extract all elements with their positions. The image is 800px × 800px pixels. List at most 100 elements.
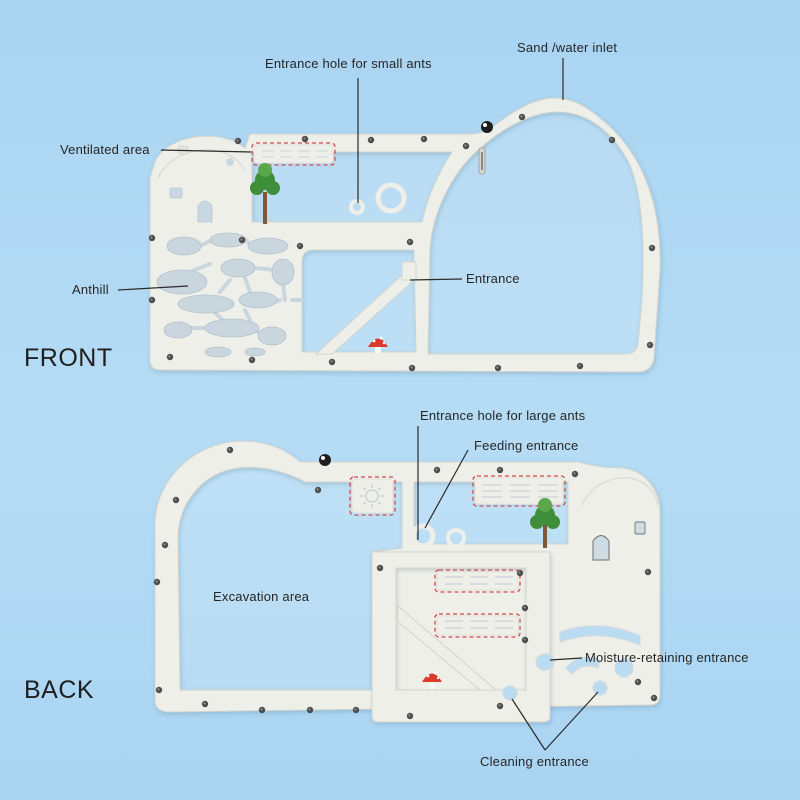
moisture-retaining-hole — [535, 653, 555, 671]
screw-head — [330, 360, 333, 363]
vent-plate — [253, 144, 334, 164]
back-knob — [319, 454, 331, 466]
tree-foliage — [258, 163, 272, 177]
mushroom-dot — [436, 676, 440, 680]
front-frame — [149, 97, 661, 373]
screw-head — [464, 144, 467, 147]
slotted-vent-highlight — [472, 475, 566, 507]
screw-head — [610, 138, 613, 141]
front-ventilated-area — [251, 142, 336, 166]
screw-head — [174, 498, 177, 501]
screw-head — [408, 240, 411, 243]
anthill-tunnel — [281, 283, 287, 302]
anthill-chamber — [204, 318, 260, 338]
vent-plate — [351, 478, 394, 514]
label-entrance-hole-small-ants: Entrance hole for small ants — [265, 56, 432, 71]
screw-head — [518, 571, 521, 574]
back-mushroom — [422, 671, 442, 689]
large-ant-entrance-ring — [410, 523, 436, 549]
back-inner-piece — [371, 551, 551, 723]
callout-line-entrance — [409, 278, 463, 281]
screw-head — [378, 566, 381, 569]
vent-slots — [445, 576, 513, 629]
moisture-tunnel — [565, 656, 601, 675]
label-entrance: Entrance — [466, 271, 520, 286]
anthill-tunnel — [253, 266, 277, 272]
screw-head — [648, 343, 651, 346]
anthill-chamber — [220, 258, 256, 278]
back-panel — [153, 440, 661, 723]
screw-head — [250, 358, 253, 361]
small-ant-entrance-ring — [375, 182, 407, 214]
screw-head — [150, 298, 153, 301]
anthill-chamber — [166, 236, 202, 256]
callout-line-ventilated-area — [160, 149, 252, 153]
house-roof-outline — [157, 149, 245, 179]
callout-line-feeding-entrance — [424, 449, 469, 529]
screw-head — [498, 704, 501, 707]
anthill-tunnel — [243, 276, 252, 294]
screw-head — [578, 364, 581, 367]
inner-vent-highlight-bottom — [434, 613, 521, 638]
tree-foliage — [530, 515, 544, 529]
house-door — [592, 535, 610, 561]
screw-head — [308, 708, 311, 711]
anthill-chambers — [156, 232, 304, 358]
label-entrance-hole-large-ants: Entrance hole for large ants — [420, 408, 586, 423]
screw-head — [523, 638, 526, 641]
screw-head — [303, 137, 306, 140]
back-house — [581, 477, 659, 561]
screw-head — [408, 714, 411, 717]
screw-head — [228, 448, 231, 451]
mushroom-dot — [372, 339, 376, 343]
vent-ray — [363, 487, 367, 491]
tree-foliage — [538, 498, 552, 512]
moisture-chamber — [614, 658, 634, 678]
screw-head — [354, 708, 357, 711]
vent-plate — [436, 615, 519, 636]
mushroom-dot — [426, 674, 430, 678]
screw-head — [636, 680, 639, 683]
screw-head — [410, 366, 413, 369]
label-cleaning-entrance: Cleaning entrance — [480, 754, 589, 769]
screw-head — [316, 488, 319, 491]
vent-rays — [360, 484, 384, 508]
moisture-tunnel — [559, 625, 641, 646]
screw-head — [498, 468, 501, 471]
back-vent-slotted — [472, 475, 566, 507]
callout-line-cleaning-left — [511, 698, 546, 751]
screw-head — [422, 137, 425, 140]
anthill-chamber — [247, 237, 289, 255]
anthill-chamber — [271, 258, 295, 286]
screw-head — [150, 236, 153, 239]
tree-foliage — [546, 515, 560, 529]
label-excavation-area: Excavation area — [213, 589, 310, 604]
tree-foliage — [250, 181, 264, 195]
view-title-front: FRONT — [24, 344, 113, 372]
view-title-back: BACK — [24, 676, 95, 704]
tree-trunk — [543, 520, 547, 548]
screw-head — [435, 468, 438, 471]
inner-piece-frame — [371, 551, 551, 723]
back-ramp — [397, 604, 498, 691]
back-tree — [530, 498, 560, 548]
screw-head — [203, 702, 206, 705]
front-panel — [148, 97, 661, 373]
anthill-tunnel — [243, 308, 252, 322]
screw-head — [652, 696, 655, 699]
house-roof-outline — [581, 477, 659, 506]
tree-trunk — [263, 192, 267, 224]
screw-head — [369, 138, 372, 141]
back-screws — [153, 446, 658, 720]
anthill-chamber — [204, 346, 232, 358]
cleaning-entrance-left — [502, 685, 518, 701]
mushroom-dot — [382, 341, 386, 345]
mushroom-dot — [379, 336, 383, 340]
small-ant-entrance-hole — [349, 199, 365, 215]
screw-head — [650, 246, 653, 249]
screw-head — [520, 115, 523, 118]
mushroom-stem — [375, 344, 381, 353]
cleaning-entrance-right — [592, 680, 608, 696]
anthill-chamber — [163, 321, 193, 339]
callout-line-cleaning-right — [544, 691, 599, 751]
